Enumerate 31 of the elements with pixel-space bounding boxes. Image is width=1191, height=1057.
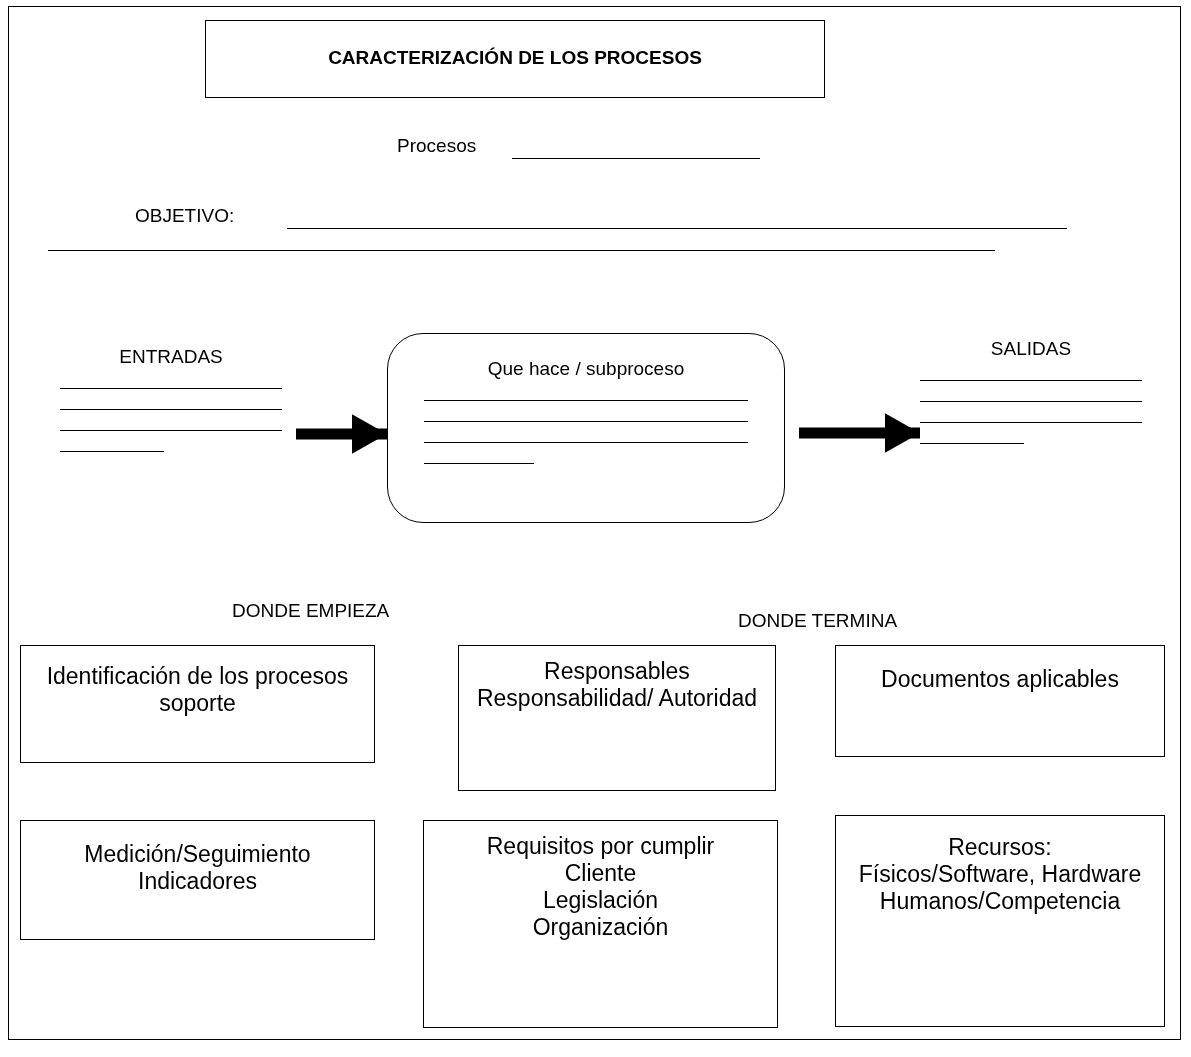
title-text: CARACTERIZACIÓN DE LOS PROCESOS — [327, 47, 703, 69]
column-heading: ENTRADAS — [119, 346, 223, 368]
info-box — [458, 645, 776, 791]
form-label: OBJETIVO: — [135, 205, 235, 227]
box-text: Físicos/Software, Hardware — [857, 861, 1143, 888]
box-text: Identificación de los procesos soporte — [45, 663, 350, 717]
box-text: Responsabilidad/ Autoridad — [475, 685, 758, 712]
box-text: Documentos aplicables — [880, 666, 1120, 693]
box-text: Legislación — [541, 887, 660, 914]
info-box — [835, 815, 1165, 1027]
info-box — [835, 645, 1165, 757]
box-text: Cliente — [563, 860, 638, 887]
box-text: Humanos/Competencia — [878, 888, 1122, 915]
box-text: Organización — [531, 914, 670, 941]
box-text: Medición/Seguimiento — [83, 841, 312, 868]
box-text: Requisitos por cumplir — [485, 833, 716, 860]
info-box — [423, 820, 778, 1028]
form-label: Procesos — [397, 135, 477, 157]
title-box — [205, 20, 825, 98]
process-box — [387, 333, 785, 523]
column-heading: SALIDAS — [990, 338, 1072, 360]
box-text: Responsables — [543, 658, 691, 685]
info-box — [20, 820, 375, 940]
arrow — [799, 413, 920, 453]
arrow — [296, 414, 387, 454]
section-label: DONDE EMPIEZA — [232, 600, 390, 622]
box-text: Que hace / subproceso — [486, 358, 686, 380]
info-box — [20, 645, 375, 763]
box-text: Indicadores — [137, 868, 258, 895]
box-text: Recursos: — [947, 834, 1053, 861]
section-label: DONDE TERMINA — [738, 610, 898, 632]
